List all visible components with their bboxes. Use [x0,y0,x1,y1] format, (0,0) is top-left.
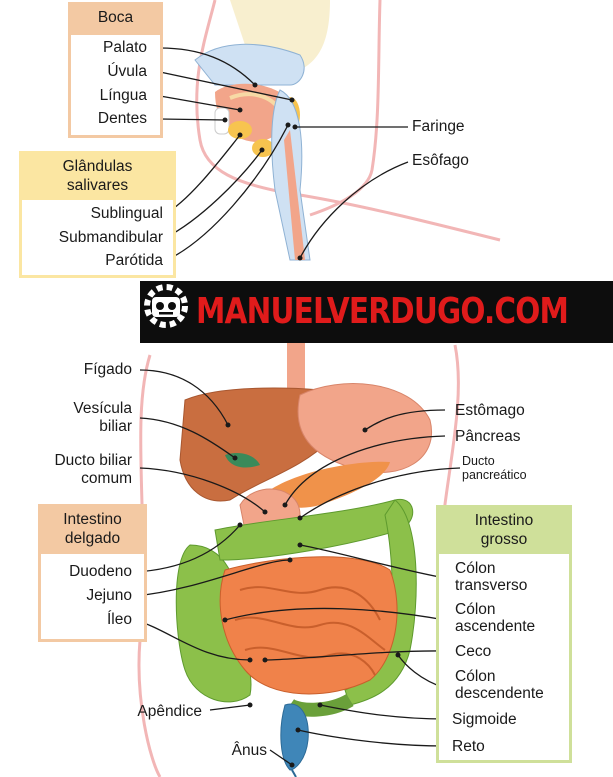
label-esofago: Esôfago [412,152,469,169]
boca-box: Boca [68,2,163,138]
label-dentes: Dentes [97,110,147,127]
label-estomago: Estômago [455,402,525,419]
teeth [214,107,230,135]
label-vesicula-line2: biliar [99,418,132,435]
transverse-colon [214,498,414,561]
glandulas-title-line1: Glândulas [62,158,133,175]
label-submandibular: Submandibular [58,229,163,246]
label-reto: Reto [452,738,485,755]
intestino-grosso-title-line1: Intestino [474,512,534,529]
anus-mark [291,769,297,777]
label-ducto-biliar-line2: comum [81,470,132,487]
label-vesicula-line1: Vesícula [73,400,132,417]
label-lingua: Língua [99,87,147,104]
intestino-delgado-title-line1: Intestino [63,511,122,528]
pancreas [270,461,390,508]
intestine-folds [234,586,386,676]
label-colon-descendente-line1: Cólon [455,668,496,685]
glandulas-box-title: Glândulas salivares [22,154,173,200]
glandulas-box: Glândulas salivares [19,151,176,278]
label-sigmoide: Sigmoide [452,711,517,728]
label-ducto-pancreatico-line1: Ducto [462,454,495,468]
label-uvula: Úvula [107,63,147,80]
label-apendice: Apêndice [137,703,202,720]
watermark-text: MANUELVERDUGO.COM [196,291,569,332]
boca-box-title: Boca [71,5,160,35]
label-duodeno: Duodeno [69,563,132,580]
label-ceco: Ceco [455,643,492,660]
label-palato: Palato [103,39,147,56]
label-colon-transverso-line1: Cólon [455,560,496,577]
label-sublingual: Sublingual [90,205,163,222]
leader-dots [222,82,401,768]
palate-region [194,43,305,86]
label-jejuno: Jejuno [86,587,132,604]
watermark-banner: MANUELVERDUGO.COM [140,281,613,343]
intestino-grosso-box: Intestino grosso [436,505,572,763]
robot-gear-icon [144,284,188,328]
label-ducto-biliar-line1: Ducto biliar [54,452,132,469]
esophagus-upper [284,130,305,260]
label-colon-transverso-line2: transverso [455,577,528,594]
sublingual-gland [228,121,252,139]
label-figado: Fígado [83,361,132,378]
intestino-grosso-title-line2: grosso [480,531,528,548]
intestino-delgado-box: Intestino delgado [38,504,147,642]
label-pancreas: Pâncreas [455,428,521,445]
intestino-grosso-box-title: Intestino grosso [439,508,569,554]
label-colon-ascendente-line1: Cólon [455,601,496,618]
glandulas-title-line2: salivares [66,177,129,194]
label-faringe: Faringe [412,118,465,135]
intestino-delgado-box-title: Intestino delgado [41,507,144,554]
label-ducto-pancreatico-line2: pancreático [462,468,527,482]
label-colon-ascendente-line2: ascendente [455,618,536,635]
label-colon-descendente-line2: descendente [455,685,544,702]
label-ileo: Íleo [107,611,132,628]
body-outline-neck [309,0,382,217]
rectum [280,703,309,771]
leader-lines [134,47,461,766]
label-anus: Ânus [231,742,267,759]
intestino-delgado-title-line2: delgado [64,530,121,547]
label-parotida: Parótida [105,252,163,269]
